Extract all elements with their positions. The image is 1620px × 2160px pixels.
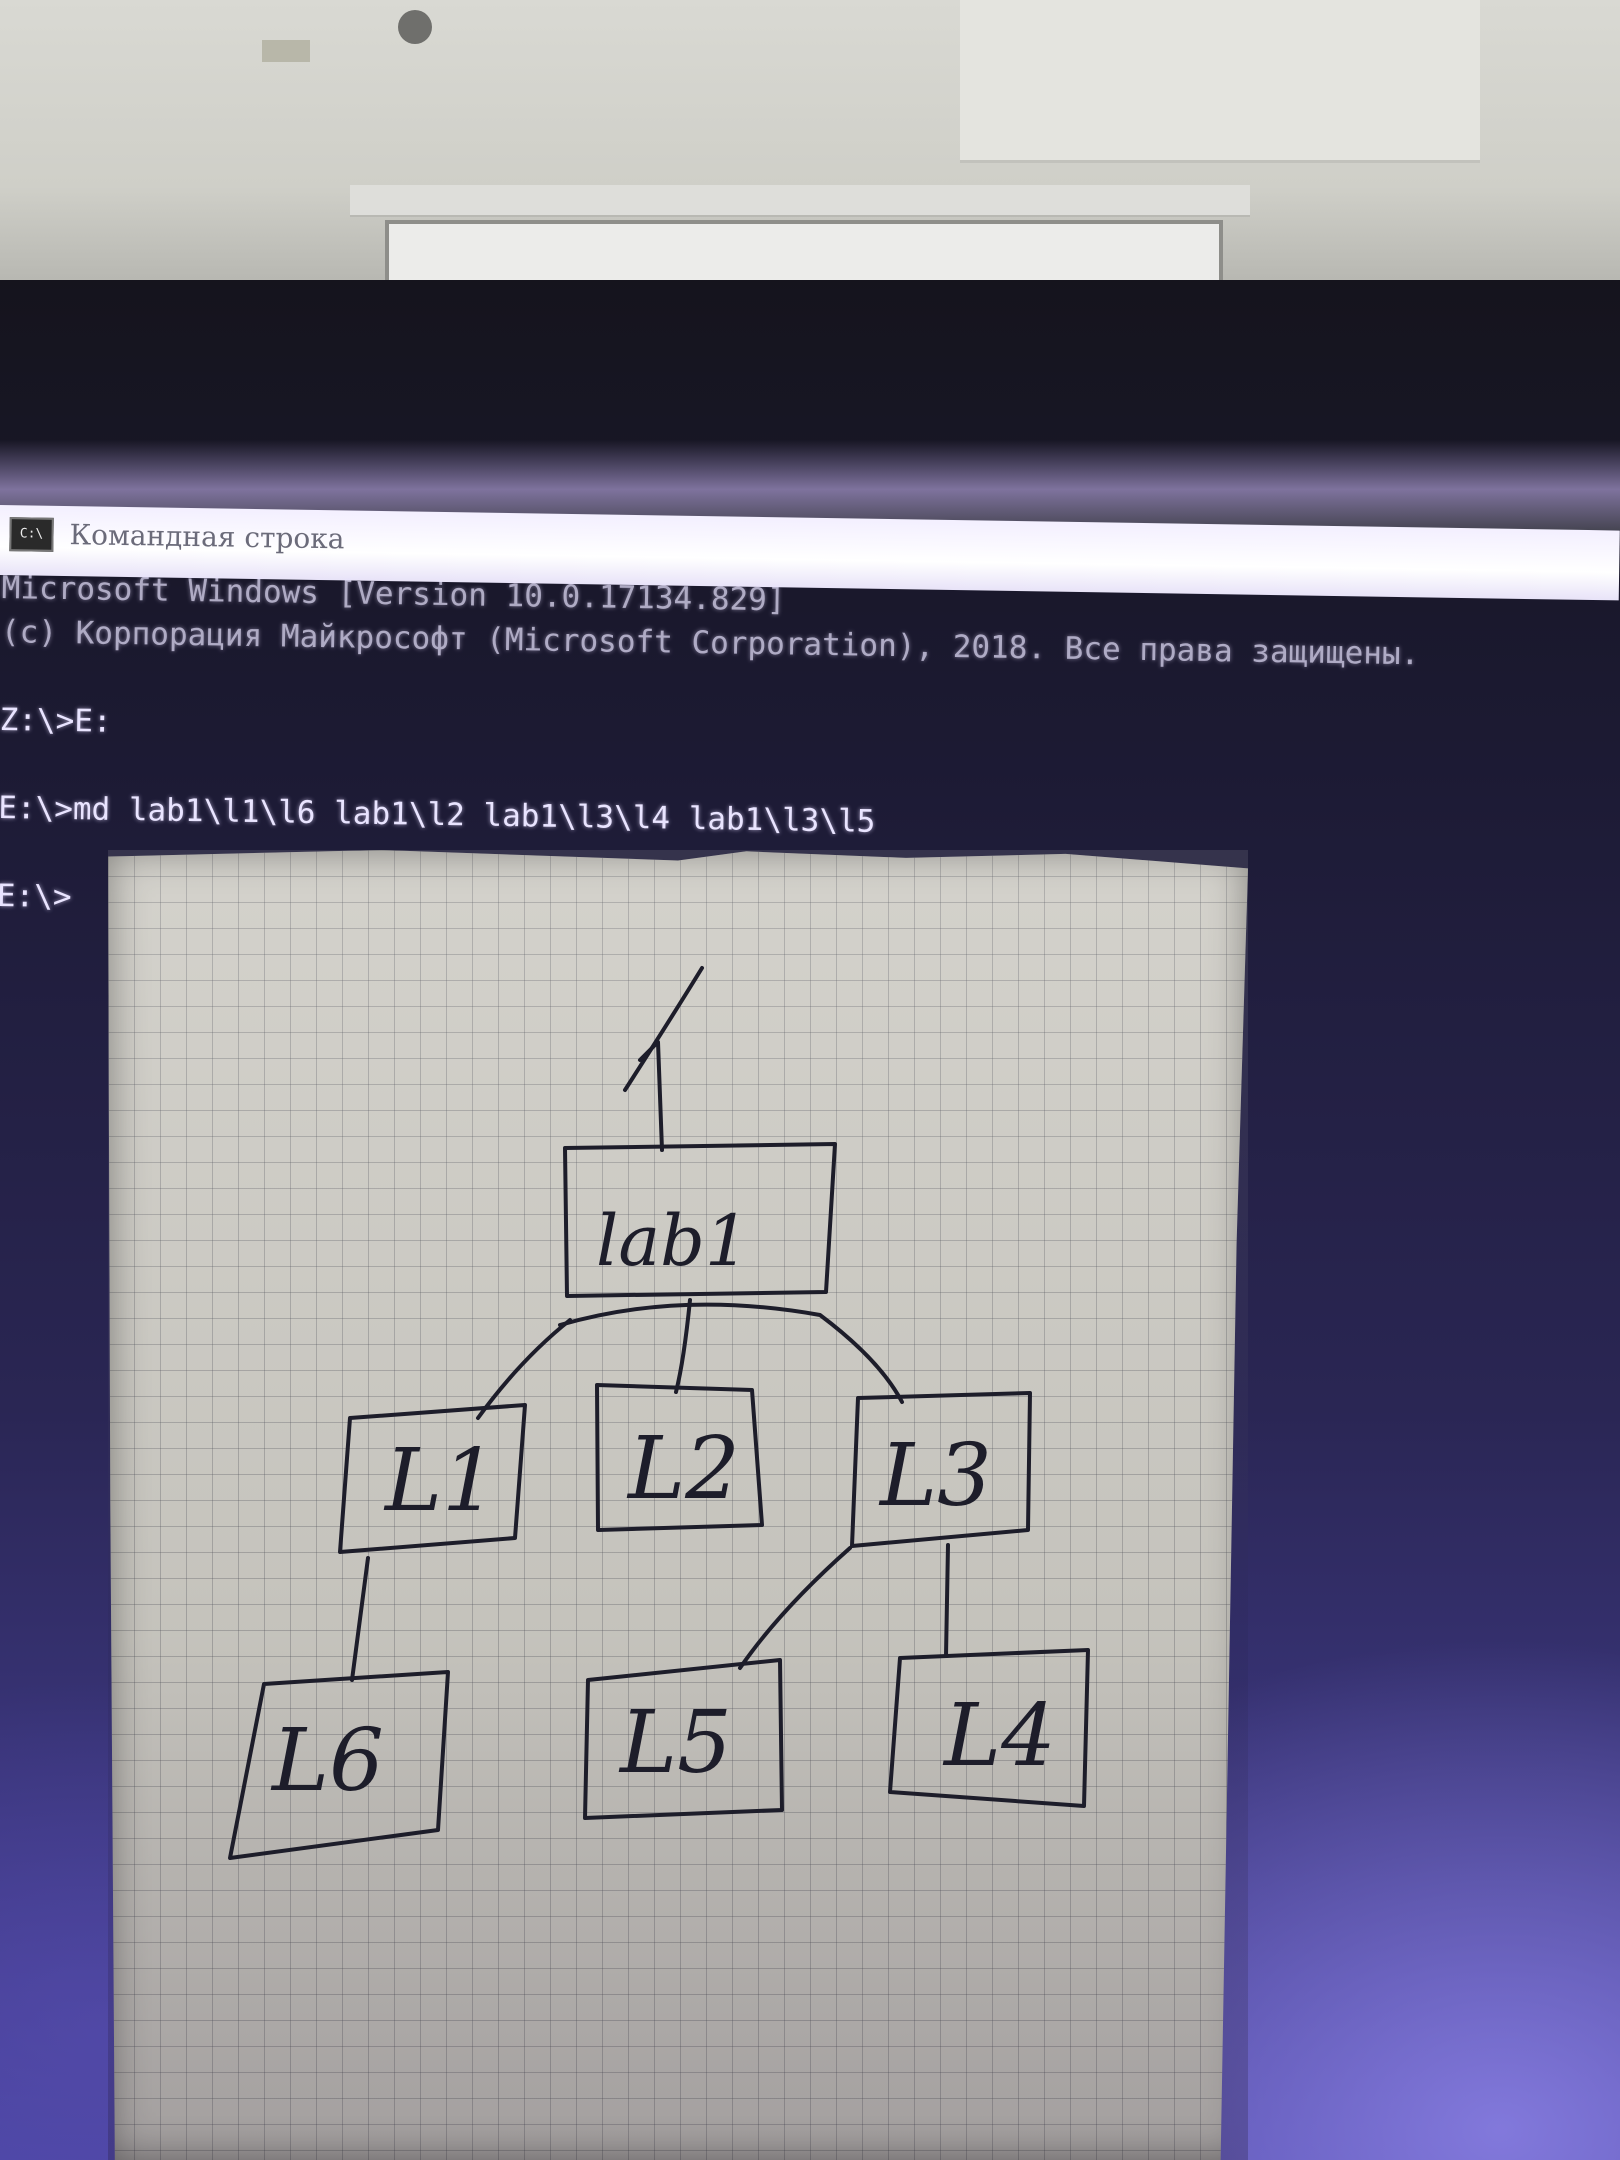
- node-l2: L2: [626, 1419, 740, 1519]
- node-l6: L6: [270, 1711, 384, 1811]
- ceiling-vent: [262, 40, 310, 62]
- node-box-l1: [338, 1403, 527, 1554]
- node-l5: L5: [618, 1693, 732, 1793]
- node-box-l5: [583, 1658, 784, 1820]
- edge-l1-l6: [350, 1556, 370, 1682]
- node-box-l4: [888, 1648, 1090, 1808]
- edge-lab1-l1: [476, 1318, 572, 1420]
- node-l1: L1: [383, 1431, 497, 1531]
- node-box-l3: [850, 1391, 1032, 1548]
- root-slash: [623, 966, 704, 1092]
- edge-lab1-l2: [674, 1298, 692, 1394]
- node-box-lab1: [563, 1142, 837, 1298]
- edge-l3-l4: [944, 1543, 950, 1658]
- ceiling-panel: [960, 0, 1480, 163]
- node-box-l2: [595, 1383, 764, 1532]
- node-l3: L3: [878, 1426, 992, 1526]
- node-lab1: lab1: [596, 1200, 749, 1282]
- ceiling-beam: [350, 185, 1250, 217]
- edge-lab1-l3: [558, 1302, 904, 1404]
- security-camera-icon: [398, 10, 432, 44]
- node-l4: L4: [942, 1686, 1056, 1786]
- edge-l3-l5: [738, 1546, 852, 1670]
- node-box-l6: [228, 1670, 450, 1860]
- root-mark: [638, 1040, 664, 1152]
- graph-paper-sheet: [108, 850, 1248, 2160]
